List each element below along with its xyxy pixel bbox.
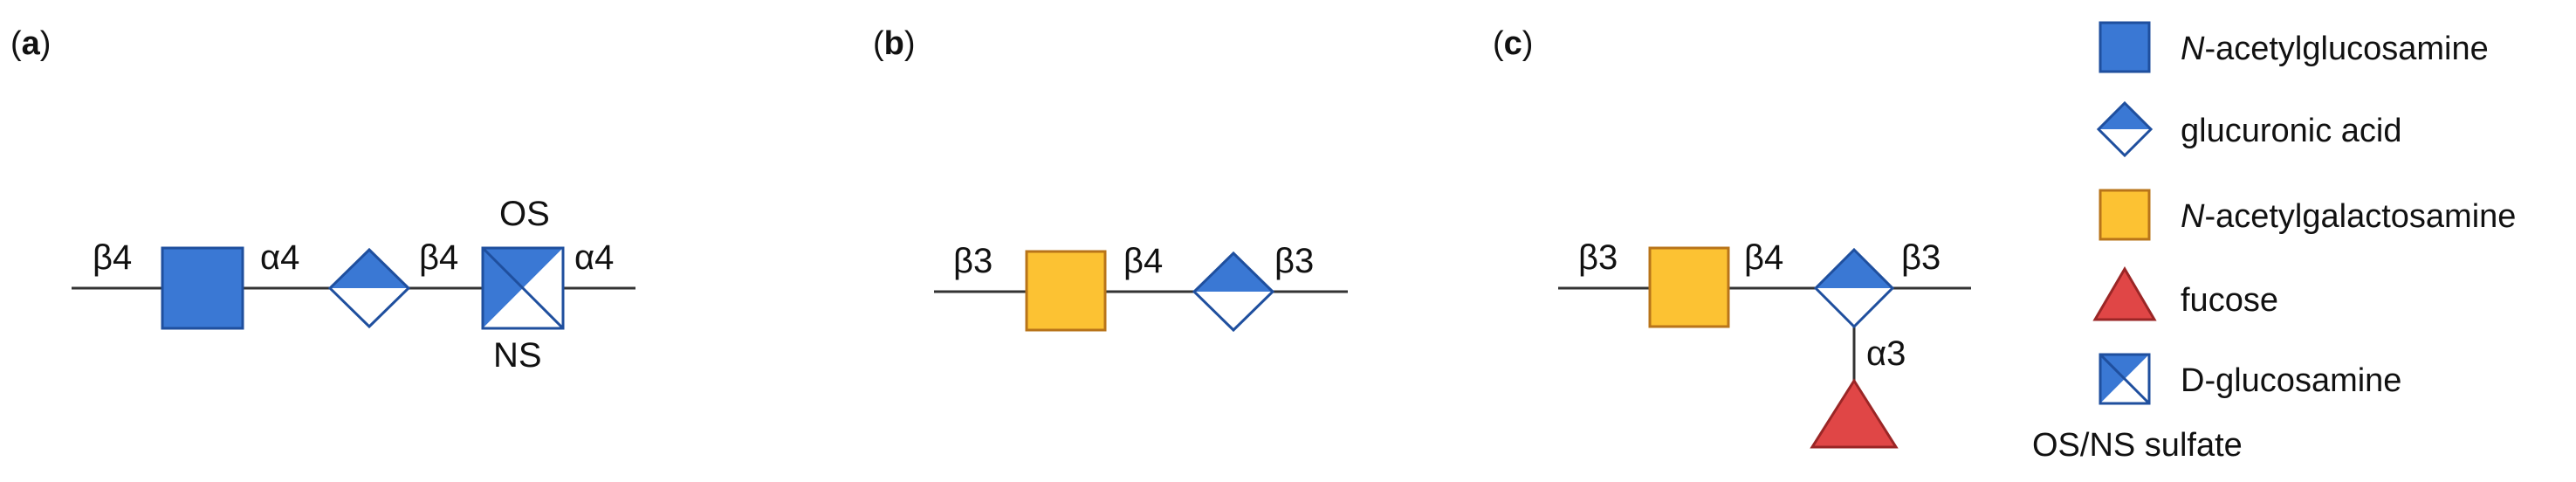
fucose-triangle-icon — [2092, 266, 2157, 321]
panel-a-link-1: β4 — [93, 238, 132, 277]
panel-b-glucuronic-diamond — [1192, 251, 1275, 333]
glucosamine-split-square-icon — [2099, 353, 2151, 405]
panel-b-label: (b) — [873, 25, 916, 62]
legend-sulfate-note: OS/NS sulfate — [2032, 427, 2243, 464]
panel-c-fucose-triangle — [1810, 378, 1899, 449]
panel-a-label: (a) — [10, 25, 51, 62]
panel-b-link-2: β4 — [1123, 242, 1163, 280]
panel-c-link-3: β3 — [1901, 238, 1941, 277]
panel-a-os-label: OS — [499, 195, 550, 233]
legend-item-fucose: fucose — [2181, 282, 2278, 319]
panel-c-glucuronic-diamond — [1813, 247, 1895, 329]
glucuronic-diamond-icon — [2096, 100, 2154, 158]
legend-item-glcnac: N-acetylglucosamine — [2181, 31, 2489, 67]
panel-c-link-2: β4 — [1744, 238, 1783, 277]
galnac-square-icon — [2099, 189, 2151, 241]
glcnac-square-icon — [2099, 21, 2151, 73]
panel-a-link-3: β4 — [419, 238, 458, 277]
panel-c-galnac-square — [1648, 246, 1730, 328]
panel-a-glucosamine-square — [481, 246, 565, 330]
panel-a-glucuronic-diamond — [327, 247, 411, 329]
panel-a-link-2: α4 — [260, 238, 299, 277]
legend: N-acetylglucosamine glucuronic acid N-ac… — [2032, 21, 2516, 464]
panel-b-link-1: β3 — [953, 242, 993, 280]
panel-c-label: (c) — [1493, 25, 1533, 62]
panel-a-glcnac-square — [161, 246, 244, 330]
legend-item-galnac: N-acetylgalactosamine — [2181, 198, 2516, 235]
legend-item-glucosamine: D-glucosamine — [2181, 362, 2401, 399]
panel-a-link-4: α4 — [574, 238, 614, 277]
panel-a: (a) β4 α4 β4 α4 OS NS — [10, 25, 635, 375]
panel-b: (b) β3 β4 β3 — [873, 25, 1348, 333]
panel-b-galnac-square — [1025, 250, 1107, 332]
panel-c: (c) β3 β4 β3 α3 — [1493, 25, 1971, 449]
panel-a-ns-label: NS — [493, 336, 542, 375]
panel-b-link-3: β3 — [1274, 242, 1314, 280]
legend-item-glucuronic: glucuronic acid — [2181, 113, 2401, 149]
panel-c-link-4: α3 — [1866, 334, 1906, 373]
panel-c-link-1: β3 — [1578, 238, 1618, 277]
